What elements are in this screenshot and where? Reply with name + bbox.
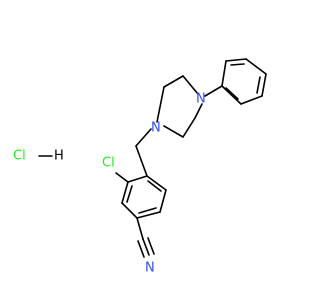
benzyl-linker: [135, 128, 152, 177]
bond: [240, 95, 263, 105]
bond: [261, 73, 267, 97]
chloro-label: Cl: [102, 156, 115, 171]
bond: [221, 60, 227, 87]
bond: [137, 240, 145, 258]
bond: [256, 76, 261, 94]
bond: [221, 85, 242, 105]
nitrile-group: [136, 217, 155, 258]
hcl-h-label: H: [54, 149, 64, 164]
bond: [163, 75, 184, 88]
bond: [121, 202, 138, 219]
nitrile-n-label: N: [145, 261, 155, 276]
piperazine-ring: [156, 75, 223, 138]
bond: [146, 175, 167, 191]
bond: [147, 180, 162, 192]
bond: [121, 181, 129, 204]
chemical-structure-diagram: N N Cl N Cl H: [13, 58, 267, 276]
bond: [204, 85, 223, 97]
benzonitrile-ring: [121, 175, 167, 219]
bond: [245, 58, 267, 75]
bond: [138, 207, 157, 214]
bond: [159, 189, 167, 213]
bond: [182, 117, 196, 138]
bond: [136, 211, 161, 219]
bond: [136, 217, 144, 240]
bond: [126, 185, 133, 203]
bond: [194, 103, 203, 119]
chloro-substituent: [115, 172, 129, 183]
hcl-cl-label: Cl: [13, 149, 26, 164]
bond: [182, 75, 199, 95]
bond: [225, 87, 239, 100]
bond: [156, 86, 165, 123]
phenyl-ring: [221, 58, 267, 105]
bond: [115, 172, 129, 183]
bond: [225, 58, 247, 62]
bond: [135, 128, 152, 147]
bond: [127, 175, 148, 183]
bond: [135, 145, 148, 177]
piperazine-n-top-label: N: [196, 92, 206, 107]
bond: [147, 237, 155, 255]
bond: [230, 63, 245, 66]
bond: [142, 238, 150, 256]
bond: [163, 125, 184, 138]
piperazine-n-bottom-label: N: [151, 121, 161, 136]
